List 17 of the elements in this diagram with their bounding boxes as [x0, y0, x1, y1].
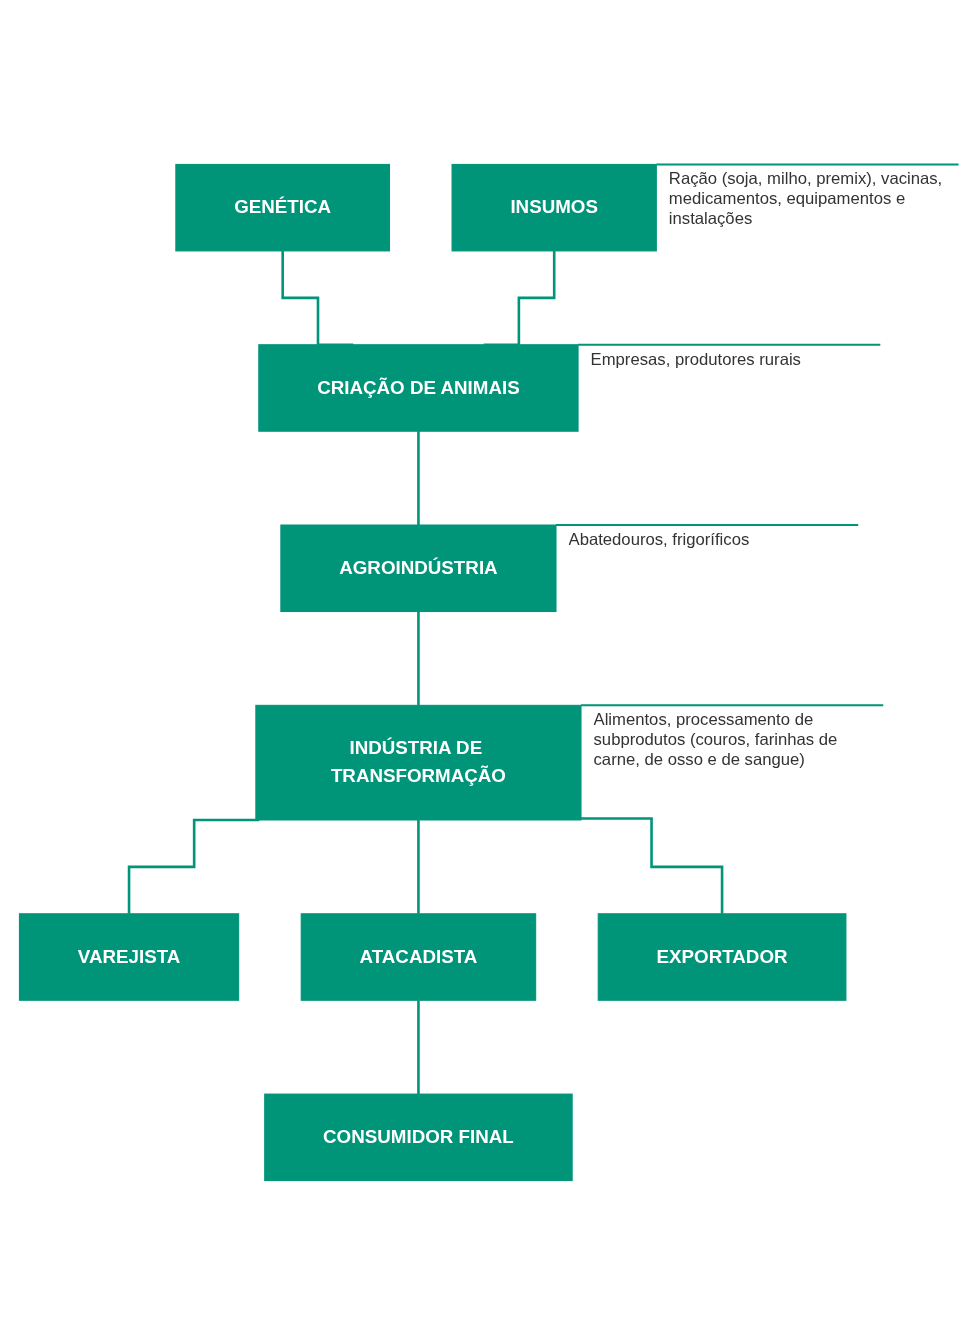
node-box: CRIAÇÃO DE ANIMAIS [257, 343, 579, 432]
annotation-text: Empresas, produtores rurais [590, 348, 801, 369]
node-box: EXPORTADOR [597, 912, 846, 1001]
connector [416, 998, 420, 1095]
node-box: GENÉTICA [174, 163, 390, 251]
node-box: INDÚSTRIA DE TRANSFORMAÇÃO [254, 704, 582, 820]
node-box: AGROINDÚSTRIA [279, 524, 557, 612]
node-box: CONSUMIDOR FINAL [263, 1093, 573, 1181]
annotation-text: Alimentos, processamento de subprodutos (couros, farinhas de carne, de osso e de sangue) [593, 709, 838, 769]
connector [416, 429, 420, 526]
node-box: INSUMOS [451, 163, 657, 251]
annotation-text: Ração (soja, milho, premix), vacinas, medicamentos, equipamentos e instalações [668, 168, 943, 229]
node-box: ATACADISTA [300, 912, 536, 1001]
node-box: VAREJISTA [18, 912, 239, 1001]
connector [416, 818, 420, 915]
annotation-text: Abatedouros, frigoríficos [568, 528, 749, 549]
connector [580, 816, 723, 915]
